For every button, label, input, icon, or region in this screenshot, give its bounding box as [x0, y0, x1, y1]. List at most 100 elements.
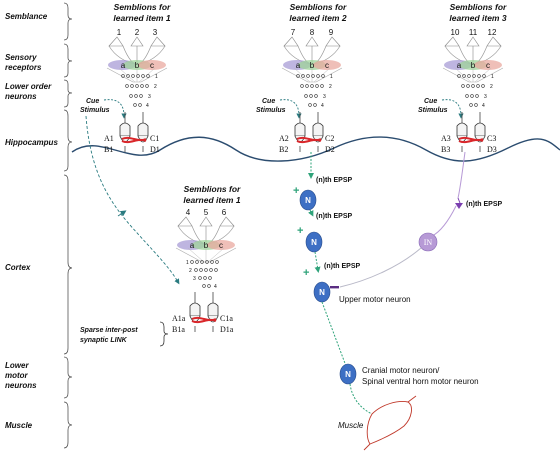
- group-3-label-b: B3: [441, 145, 450, 154]
- lower-motor-neuron-label-1: Cranial motor neuron/: [362, 366, 440, 375]
- muscle-shape: [366, 401, 412, 445]
- group-2-row-3: 3: [323, 94, 326, 100]
- group-2-label-d: D2: [325, 145, 335, 154]
- group-2-num-3: 9: [329, 28, 334, 37]
- group-2-label-a: A2: [279, 134, 289, 143]
- level-lower-order-label-1: Lower order: [5, 82, 52, 91]
- group-1-letter-c: c: [150, 61, 154, 70]
- group-2-letter-a: a: [296, 61, 301, 70]
- sparse-link-label-2: synaptic LINK: [80, 337, 128, 344]
- interneuron-arrow: [457, 197, 461, 204]
- level-lower-motor-label-1: Lower: [5, 361, 29, 370]
- neuromuscular-pathway: [349, 383, 373, 415]
- group-3-lower-order-dots: [457, 74, 486, 107]
- motor-pathway: (n)th EPSP + N (n)th EPSP + N (n)th EPSP…: [293, 151, 502, 451]
- group-3-num-1: 10: [451, 28, 460, 37]
- group-3-row-2: 2: [490, 84, 493, 90]
- brace-lower-order: [63, 79, 73, 108]
- cortex-group-label-b: B1a: [172, 325, 185, 334]
- upper-motor-neuron-symbol: N: [319, 288, 325, 297]
- corticospinal-pathway: [321, 301, 347, 367]
- group-2-letter-b: b: [310, 61, 315, 70]
- interneuron-descending-line: [431, 205, 457, 237]
- group-2-stimulus-label: Stimulus: [256, 107, 286, 114]
- group-3-title-line-2: learned item 3: [449, 13, 506, 23]
- group-1-label-b: B1: [104, 145, 113, 154]
- upper-motor-neuron-label: Upper motor neuron: [339, 295, 411, 304]
- cortex-group-sensory-fan: [175, 216, 237, 263]
- cortex-group-num-3: 6: [222, 208, 227, 217]
- epsp-arrow-3: [314, 251, 321, 273]
- group-1-letter-b: b: [135, 61, 140, 70]
- level-lower-motor-label-3: neurons: [5, 381, 37, 390]
- lower-motor-neuron-symbol: N: [345, 370, 351, 379]
- group-3-letter-b: b: [471, 61, 476, 70]
- plus-icon-1: +: [293, 185, 299, 197]
- group-1-stimulus-label: Stimulus: [80, 107, 110, 114]
- interneuron-input-line: [457, 151, 466, 199]
- group-1-label-a: A1: [104, 134, 114, 143]
- group-3-cue-arrow: [441, 99, 464, 119]
- cortex-group-row-4: 4: [214, 284, 217, 290]
- group-1-lower-order-dots: [121, 74, 150, 107]
- group-3-row-3: 3: [484, 94, 487, 100]
- group-3-stimulus-label: Stimulus: [418, 107, 448, 114]
- cortex-group-label-c: C1a: [220, 314, 233, 323]
- level-sensory-label-1: Sensory: [5, 53, 37, 62]
- epsp-arrow-2: [307, 209, 314, 217]
- group-1-cue-label: Cue: [86, 98, 99, 105]
- cortex-group-neuron-pair: [189, 291, 219, 333]
- muscle-tendon-top: [407, 395, 417, 403]
- group-1-cue-arrow: [103, 99, 127, 119]
- group-2-label-c: C2: [325, 134, 334, 143]
- cortex-group-letter-c: c: [219, 241, 223, 250]
- minus-icon: [330, 286, 339, 289]
- inhibitory-output-line: [339, 247, 422, 288]
- group-2-letter-c: c: [325, 61, 329, 70]
- cortex-group-num-1: 4: [186, 208, 191, 217]
- group-3-row-4: 4: [482, 103, 485, 109]
- cortex-group-label-a: A1a: [172, 314, 186, 323]
- group-2-row-2: 2: [329, 84, 332, 90]
- level-hippocampus-label: Hippocampus: [5, 138, 58, 147]
- group-3-label-a: A3: [441, 134, 451, 143]
- semblion-group-1: Semblions for learned item 1 1 2 3 a b c…: [80, 2, 171, 154]
- group-1-label-c: C1: [150, 134, 159, 143]
- interneuron: [418, 232, 438, 252]
- sparse-link-label-1: Sparse inter-post: [80, 327, 138, 334]
- cortex-group-num-2: 5: [204, 208, 209, 217]
- interneuron-label: IN: [424, 238, 433, 247]
- group-1-letter-a: a: [121, 61, 126, 70]
- cortex-semblion-group: Semblions for learned item 1 4 5 6 a b c…: [80, 184, 241, 347]
- cortex-group-row-1: 1: [186, 260, 189, 266]
- level-muscle-label: Muscle: [5, 421, 33, 430]
- level-semblance-label: Semblance: [5, 12, 48, 21]
- group-3-num-3: 12: [488, 28, 497, 37]
- lower-motor-neuron-label-2: Spinal ventral horn motor neuron: [362, 377, 479, 386]
- group-1-row-4: 4: [146, 103, 149, 109]
- group-2-label-b: B2: [279, 145, 288, 154]
- sparse-link-brace: [159, 321, 169, 347]
- cortex-group-letter-b: b: [204, 241, 209, 250]
- group-2-lower-order-dots: [296, 74, 325, 107]
- group-3-label-d: D3: [487, 145, 497, 154]
- group-1-title-line-1: Semblions for: [114, 2, 171, 12]
- group-2-cue-arrow: [279, 99, 302, 119]
- semblion-group-3: Semblions for learned item 3 10 11 12 a …: [418, 2, 507, 154]
- brace-sensory: [63, 43, 73, 78]
- cortex-group-title-line-2: learned item 1: [183, 195, 240, 205]
- cue-pathway-arrowhead: [117, 210, 127, 217]
- group-1-row-3: 3: [148, 94, 151, 100]
- epsp-label-3: (n)th EPSP: [324, 263, 360, 270]
- group-3-label-c: C3: [487, 134, 496, 143]
- level-lower-motor-label-2: motor: [5, 371, 29, 380]
- group-2-hippocampal-pair: [294, 111, 324, 153]
- brace-semblance: [63, 2, 73, 41]
- group-1-row-1: 1: [155, 74, 158, 80]
- group-2-title-line-2: learned item 2: [289, 13, 346, 23]
- group-3-title-line-1: Semblions for: [450, 2, 507, 12]
- muscle-label: Muscle: [338, 421, 364, 430]
- cortex-group-row-3: 3: [193, 276, 196, 282]
- muscle-tendon-bottom: [363, 443, 371, 451]
